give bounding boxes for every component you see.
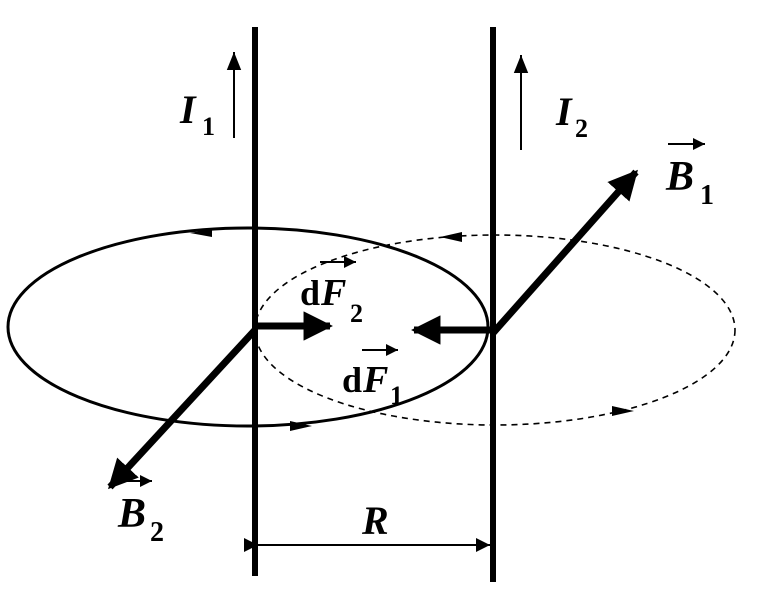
b1-vector — [490, 169, 639, 336]
df2-symbol: F — [320, 272, 346, 314]
df1-symbol: F — [362, 359, 388, 401]
field1-top-arrow — [190, 229, 212, 237]
df2-prefix: d — [300, 273, 320, 313]
label-current1: I 1 — [179, 87, 215, 141]
b2-vector — [107, 327, 258, 490]
label-current2: I 2 — [555, 89, 588, 143]
label-b2: B 2 — [117, 475, 164, 548]
df1-prefix: d — [342, 360, 362, 400]
current2-symbol: I — [555, 89, 573, 134]
current1-symbol: I — [179, 87, 197, 132]
current1-subscript: 1 — [202, 112, 215, 141]
label-df1: d F 1 — [342, 344, 403, 410]
field2-top-arrow — [440, 232, 462, 242]
b2-subscript: 2 — [150, 517, 164, 548]
b1-symbol: B — [665, 154, 694, 200]
current2-subscript: 2 — [575, 114, 588, 143]
label-b1: B 1 — [665, 138, 714, 211]
b1-subscript: 1 — [700, 180, 714, 211]
field1-bottom-arrow — [290, 421, 312, 431]
label-df2: d F 2 — [300, 256, 363, 328]
df1-subscript: 1 — [390, 381, 403, 410]
label-distance: R — [361, 498, 389, 543]
b2-symbol: B — [117, 491, 146, 537]
field2-bottom-arrow — [612, 406, 634, 416]
df2-subscript: 2 — [350, 299, 363, 328]
